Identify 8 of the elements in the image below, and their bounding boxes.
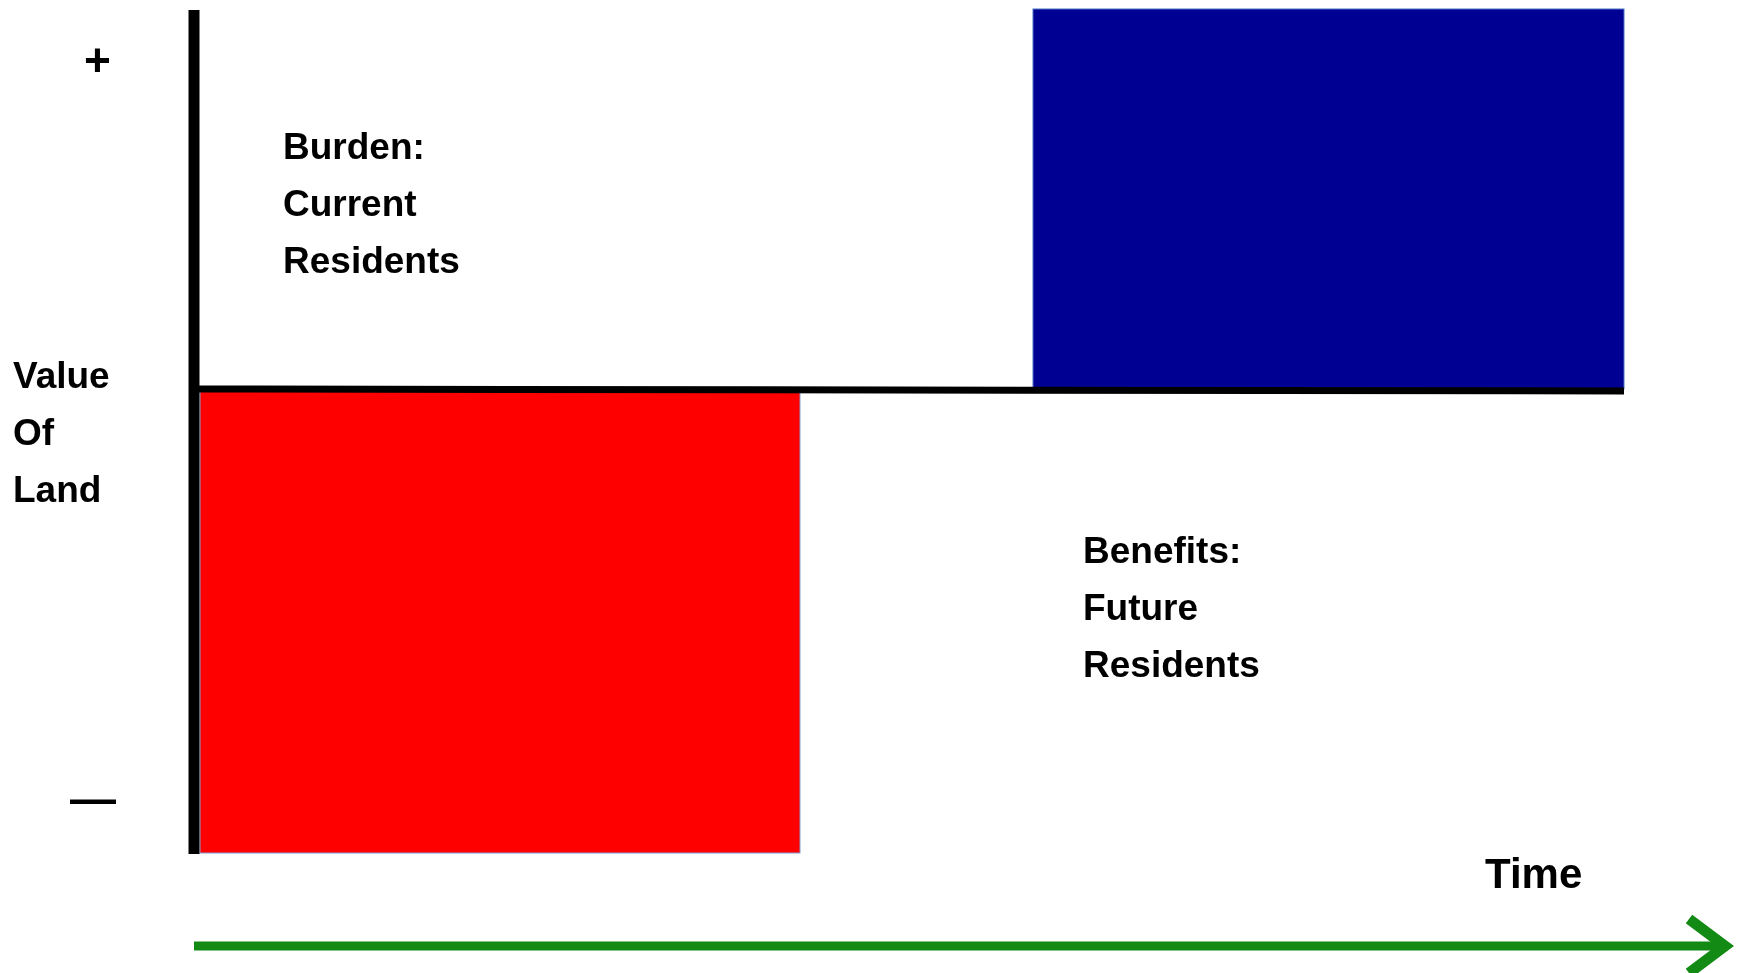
axis-label: Time	[1485, 849, 1583, 899]
bar	[199, 390, 801, 854]
bar	[1032, 8, 1625, 390]
annotation-text: Benefits: Future Residents	[1083, 529, 1260, 687]
annotation-text: Burden: Current Residents	[283, 125, 460, 283]
axis-tick-label: —	[70, 771, 116, 826]
axis-tick-label: +	[84, 33, 111, 88]
axis-label: Value Of Land	[13, 354, 110, 512]
